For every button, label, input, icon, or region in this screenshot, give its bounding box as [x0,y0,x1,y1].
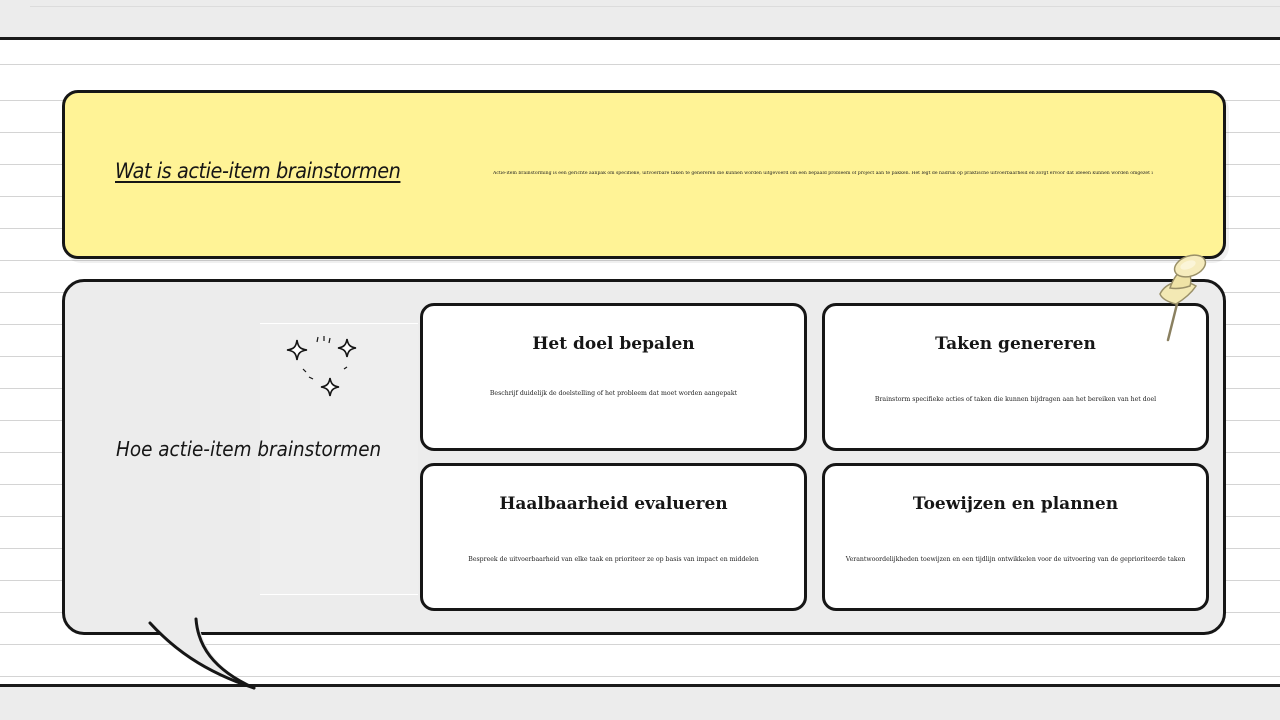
how-section-inner-panel [260,323,418,595]
step-title: Het doel bepalen [532,334,695,354]
sparkles-icon [286,336,357,397]
step-title: Toewijzen en plannen [912,494,1119,514]
speech-bubble-tail [148,617,256,690]
step-description: Bespreek de uitvoerbaarheid van elke taa… [468,556,759,563]
step-description: Brainstorm specifieke acties of taken di… [874,396,1157,403]
step-card-3: Haalbaarheid evalueren Bespreek de uitvo… [420,463,807,611]
intro-card: Wat is actie-item brainstormen Actie-ite… [62,90,1226,259]
step-card-2: Taken genereren Brainstorm specifieke ac… [822,303,1209,451]
step-title: Haalbaarheid evalueren [499,494,728,514]
step-description: Verantwoordelijkheden toewijzen en een t… [845,556,1186,563]
step-card-4: Toewijzen en plannen Verantwoordelijkhed… [822,463,1209,611]
step-card-1: Het doel bepalen Beschrijf duidelijk de … [420,303,807,451]
top-divider [30,6,1280,7]
intro-description: Actie-item brainstorming is een gerichte… [493,171,1153,176]
pushpin-icon [1159,254,1207,342]
how-section-title: Hoe actie-item brainstormen [116,437,382,461]
step-description: Beschrijf duidelijk de doelstelling of h… [489,390,738,397]
intro-title: Wat is actie-item brainstormen [115,159,401,183]
step-title: Taken genereren [935,334,1096,354]
